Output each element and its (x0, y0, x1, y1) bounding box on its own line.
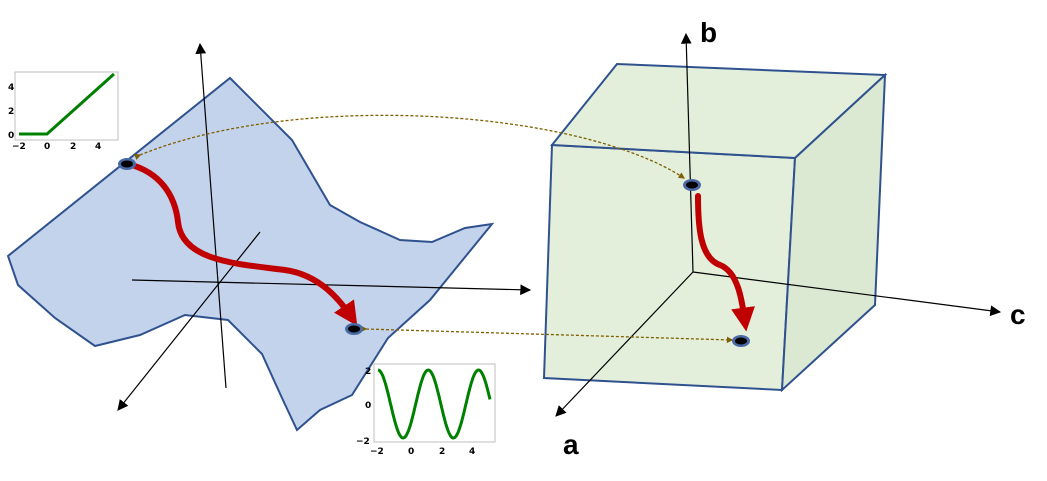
axis-label-a: a (563, 429, 579, 460)
correspondence-arrow-bottom (360, 325, 734, 344)
sine-x-tick-1: 0 (408, 447, 414, 457)
sine-x-tick-2: 2 (439, 447, 445, 457)
relu-curve (19, 72, 116, 136)
relu-x-tick-0: −2 (12, 142, 26, 152)
relu-x-tick-1: 0 (44, 142, 50, 152)
axis-c (692, 271, 1002, 317)
sine-curve (377, 368, 492, 440)
axis-a (555, 271, 694, 417)
left-horizontal-axis (131, 279, 532, 296)
cube-right-face (780, 72, 887, 393)
latent-point-start (683, 179, 701, 191)
axis-label-b: b (700, 17, 717, 48)
axis-label-c: c (1010, 299, 1026, 330)
manifold-point-end (345, 323, 363, 335)
relu-y-tick-2: 4 (8, 83, 14, 93)
latent-path-curve (695, 193, 755, 332)
left-vertical-axis (195, 42, 227, 389)
sine-x-tick-3: 4 (469, 447, 475, 457)
sine-inset-plot: −2 0 2 −2 0 2 4 (356, 363, 496, 457)
sine-x-tick-0: −2 (370, 447, 384, 457)
correspondence-arrow-top (133, 114, 686, 179)
sine-y-tick-1: 0 (365, 401, 371, 411)
latent-cube (542, 62, 888, 393)
relu-y-tick-1: 2 (8, 107, 14, 117)
latent-point-end (732, 335, 750, 347)
relu-x-tick-3: 4 (95, 142, 101, 152)
sine-y-tick-2: 2 (365, 367, 371, 377)
cube-front-face (542, 143, 797, 392)
axis-b (680, 32, 694, 273)
relu-inset-plot: 0 2 4 −2 0 2 4 (8, 71, 119, 152)
sine-y-tick-0: −2 (356, 437, 370, 447)
manifold-path-curve (125, 161, 358, 326)
manifold-point-start (118, 158, 136, 170)
relu-inset-frame (14, 71, 119, 141)
relu-x-tick-2: 2 (70, 142, 76, 152)
relu-y-tick-0: 0 (8, 131, 14, 141)
